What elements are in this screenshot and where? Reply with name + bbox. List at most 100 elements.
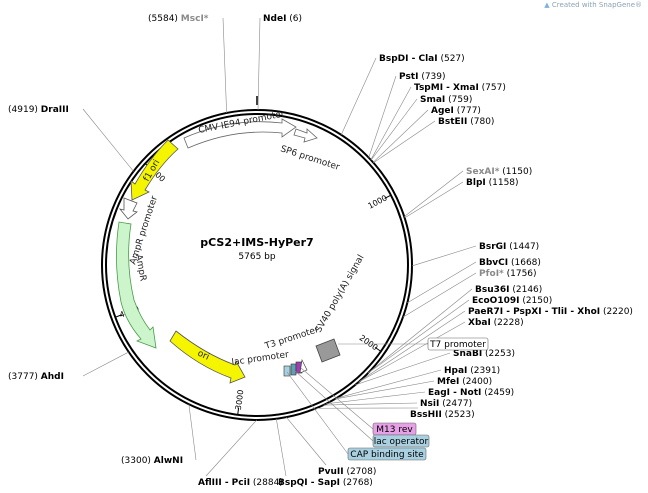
site-position: (5584) [148,14,181,24]
feature-small-elements[interactable] [283,359,308,377]
site-bsteii[interactable]: BstEII (780) [373,117,494,163]
site-leader-line [336,369,442,399]
site-name: DraIII [41,105,69,115]
site-label: PstI (739) [399,72,446,82]
tag-t7-promoter[interactable]: T7 promoter [338,337,489,351]
site-hpai[interactable]: HpaI (2391) [336,366,500,399]
tag-lac-operator[interactable]: lac operator [293,369,430,448]
site-pvuii[interactable]: PvuII (2708) [286,417,376,477]
site-mfei[interactable]: MfeI (2400) [334,377,492,400]
tag-label: lac operator [374,437,429,447]
site-label: PvuII (2708) [318,467,376,477]
site-position: (1150) [499,167,532,177]
feature-sv40-polya-box [315,338,341,363]
site-sexai[interactable]: SexAI* (1150) [404,167,532,217]
site-label: PfoI* (1756) [479,269,537,279]
site-label: MfeI (2400) [437,377,492,387]
site-leader-line [286,417,327,466]
site-name: SexAI* [466,167,500,177]
site-position: (6) [286,14,302,24]
feature-ampr[interactable]: AmpR [116,221,157,349]
site-leader-line [205,419,257,477]
site-leader-line [340,57,377,135]
site-tspmi-xmai[interactable]: TspMI - XmaI (757) [370,83,506,160]
tag-box [347,447,427,461]
feature-ori[interactable]: ori [169,330,246,384]
site-position: (2220) [600,307,633,317]
plasmid-name: pCS2+IMS-HyPer7 [200,236,313,249]
feature-lac-operator-box [290,363,297,376]
tag-leader-line [300,367,374,430]
site-bsshii[interactable]: BssHII (2523) [316,407,475,420]
site-psti[interactable]: PstI (739) [368,72,446,158]
site-paer7i-pspxi-tlii-xhoi[interactable]: PaeR7I - PspXI - TliI - XhoI (2220) [359,307,633,382]
site-leader-line [222,17,227,114]
feature-sv40-polya[interactable]: SV40 poly(A) signal [314,253,367,363]
site-label: BsrGI (1447) [479,242,539,252]
site-label: (5584) MscI* [148,14,209,24]
site-name: NsiI [420,399,439,409]
site-label: PaeR7I - PspXI - TliI - XhoI (2220) [468,307,633,317]
site-leader-line [275,418,287,477]
backbone-inner [105,113,409,417]
site-leader-line [370,98,418,161]
site-position: (757) [479,83,506,93]
site-pfoi[interactable]: PfoI* (1756) [402,269,537,318]
site-msci[interactable]: (5584) MscI* [148,14,227,114]
site-leader-line [404,181,464,219]
site-position: (3777) [8,372,41,382]
site-leader-line [367,299,470,374]
site-smai[interactable]: SmaI (759) [370,95,472,161]
tag-label: T7 promoter [429,340,486,350]
feature-t3-promoter[interactable]: T3 promoter [263,325,320,352]
site-name: BssHII [410,410,442,420]
feature-lac-promoter-label: lac promoter [231,350,290,368]
tag-label: CAP binding site [350,450,424,460]
site-bbvci[interactable]: BbvCI (1668) [407,258,541,304]
site-position: (2146) [510,285,543,295]
site-bsu36i[interactable]: Bsu36I (2146) [368,285,542,373]
site-name: PaeR7I - PspXI - TliI - XhoI [468,307,600,317]
site-alwni[interactable]: (3300) AlwNI [121,404,197,466]
tag-cap-binding-site[interactable]: CAP binding site [286,371,427,461]
site-ecoo109i[interactable]: EcoO109I (2150) [367,296,552,374]
feature-ori-label: ori [196,349,211,363]
site-position: (2768) [340,478,373,488]
site-blpi[interactable]: BlpI (1158) [404,178,519,219]
feature-cap-box [283,365,291,377]
site-name: SmaI [420,95,445,105]
credit-text: Created with SnapGene® [551,1,642,9]
site-position: (1756) [504,269,537,279]
site-draiii[interactable]: (4919) DraIII [8,105,134,172]
feature-sp6-promoter[interactable]: SP6 promoter [279,128,341,173]
tick-label: 3000 [234,389,246,410]
site-position: (527) [438,54,465,64]
site-ndei[interactable]: NdeI (6) [257,14,302,111]
backbone-outer [101,109,413,421]
site-name: AflIII - PciI [198,478,250,488]
site-xbai[interactable]: XbaI (2228) [358,318,524,383]
site-position: (2477) [439,399,472,409]
site-bspdi-clai[interactable]: BspDI - ClaI (527) [340,54,465,135]
site-eagi-noti[interactable]: EagI - NotI (2459) [325,388,514,405]
site-afliii-pcii[interactable]: AflIII - PciI (2884) [198,419,283,488]
site-leader-line [82,108,134,172]
site-label: EagI - NotI (2459) [428,388,514,398]
site-position: (2253) [482,349,515,359]
site-name: MfeI [437,377,459,387]
site-name: BlpI [466,178,486,188]
site-ahdi[interactable]: (3777) AhdI [8,351,129,382]
site-leader-line [334,380,435,400]
site-leader-line [370,86,412,160]
site-position: (3300) [121,456,154,466]
site-agei[interactable]: AgeI (777) [372,106,481,163]
site-snabi[interactable]: SnaBI (2253) [355,349,515,386]
site-name: TspMI - XmaI [414,83,479,93]
feature-lac-promoter[interactable]: lac promoter [231,350,290,368]
site-name: BspQI - SapI [278,478,340,488]
site-nsii[interactable]: NsiI (2477) [323,399,472,409]
site-bsrgi[interactable]: BsrGI (1447) [411,242,539,267]
site-name: Bsu36I [475,285,510,295]
tick-mark [374,346,382,352]
site-bspqi-sapi[interactable]: BspQI - SapI (2768) [275,418,373,488]
